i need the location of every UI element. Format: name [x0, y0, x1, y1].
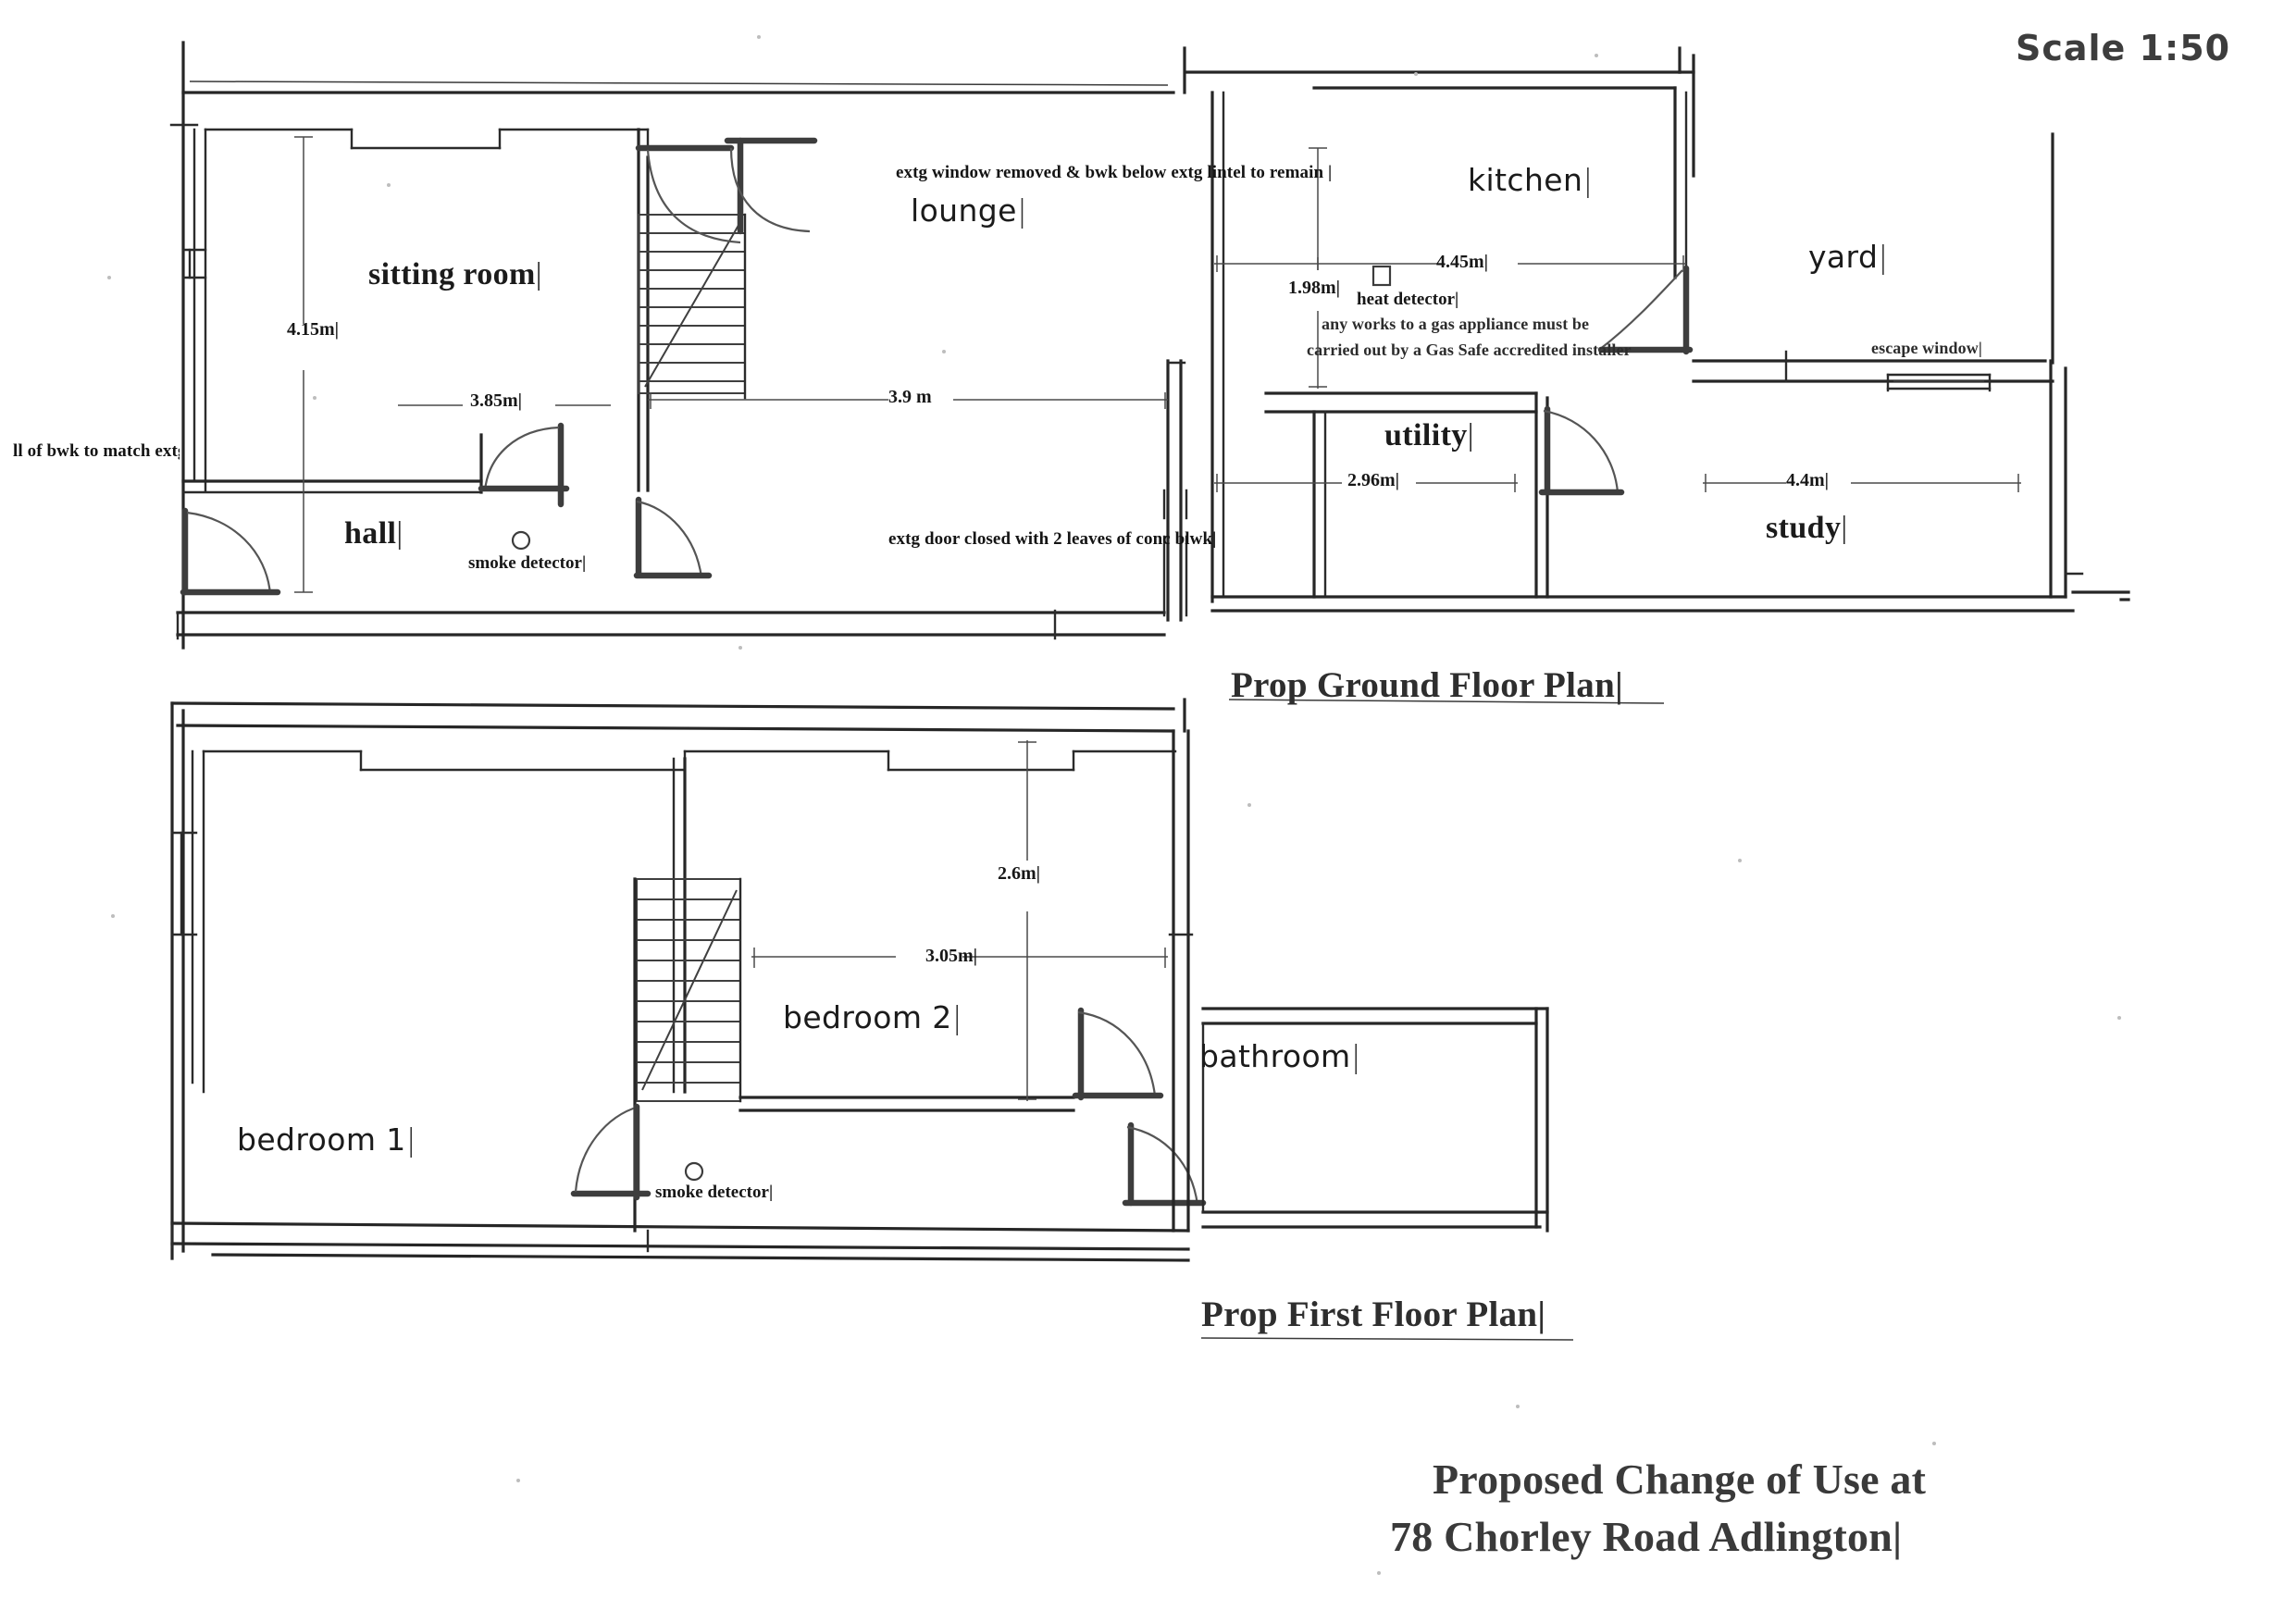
first-floor-plan-title: Prop First Floor Plan|: [1201, 1295, 1546, 1334]
note-gas-safe-line-1: any works to a gas appliance must be: [1322, 315, 1590, 333]
scale-label: Scale 1:50: [2016, 28, 2231, 68]
ground-dimension-lines: [294, 136, 2021, 593]
smoke-detector-symbol-first-floor: [684, 1161, 704, 1182]
dimension-kitchen-width: 4.45m|: [1436, 252, 1489, 272]
room-label-bathroom: bathroom|: [1199, 1038, 1362, 1074]
room-label-study: study|: [1766, 511, 1848, 545]
scan-artifacts: [107, 35, 2121, 1575]
smoke-detector-symbol: [511, 530, 531, 551]
room-label-bedroom-1: bedroom 1|: [237, 1121, 417, 1158]
room-label-kitchen: kitchen|: [1468, 162, 1594, 198]
first-title-underline: [1200, 1337, 1574, 1341]
dimension-study-width: 4.4m|: [1786, 470, 1830, 490]
label-heat-detector: heat detector|: [1357, 290, 1459, 309]
ground-floor-geometry: [169, 41, 2130, 650]
room-label-yard: yard|: [1808, 239, 1889, 275]
room-label-bedroom-2: bedroom 2|: [783, 999, 963, 1035]
note-extg-door-closed: extg door closed with 2 leaves of conc b…: [888, 529, 1217, 549]
dimension-bedroom2-depth: 2.6m|: [998, 863, 1041, 884]
note-gas-safe-line-2: carried out by a Gas Safe accredited ins…: [1307, 341, 1632, 359]
heat-detector-symbol: [1371, 265, 1392, 287]
label-smoke-detector-ground: smoke detector|: [468, 553, 587, 573]
room-label-hall: hall|: [344, 516, 403, 551]
dimension-hall-width: 3.85m|: [470, 390, 523, 411]
note-extg-window-removed: extg window removed & bwk below extg lin…: [896, 163, 1333, 182]
label-smoke-detector-first: smoke detector|: [655, 1183, 774, 1202]
dimension-sitting-room-depth: 4.15m|: [287, 319, 340, 340]
project-title-line-2: 78 Chorley Road Adlington|: [1390, 1513, 1903, 1560]
dimension-lounge-length: 3.9 m: [888, 387, 932, 407]
note-escape-window: escape window|: [1871, 339, 1982, 357]
room-label-lounge: lounge|: [911, 192, 1028, 229]
ground-title-underline: [1228, 699, 1665, 704]
project-title-line-1: Proposed Change of Use at: [1433, 1456, 1927, 1503]
dimension-utility-width: 2.96m|: [1347, 470, 1400, 490]
dimension-bedroom2-width: 3.05m|: [925, 946, 978, 966]
first-floor-geometry: [170, 698, 1549, 1262]
room-label-utility: utility|: [1384, 418, 1474, 452]
first-dimension-lines: [751, 740, 1168, 1101]
room-label-sitting-room: sitting room|: [368, 257, 542, 291]
ground-floor-plan-title: Prop Ground Floor Plan|: [1231, 665, 1623, 705]
note-infill-bwk-match-extg: ll of bwk to match extg|: [13, 441, 180, 461]
dimension-kitchen-depth: 1.98m|: [1288, 278, 1341, 298]
